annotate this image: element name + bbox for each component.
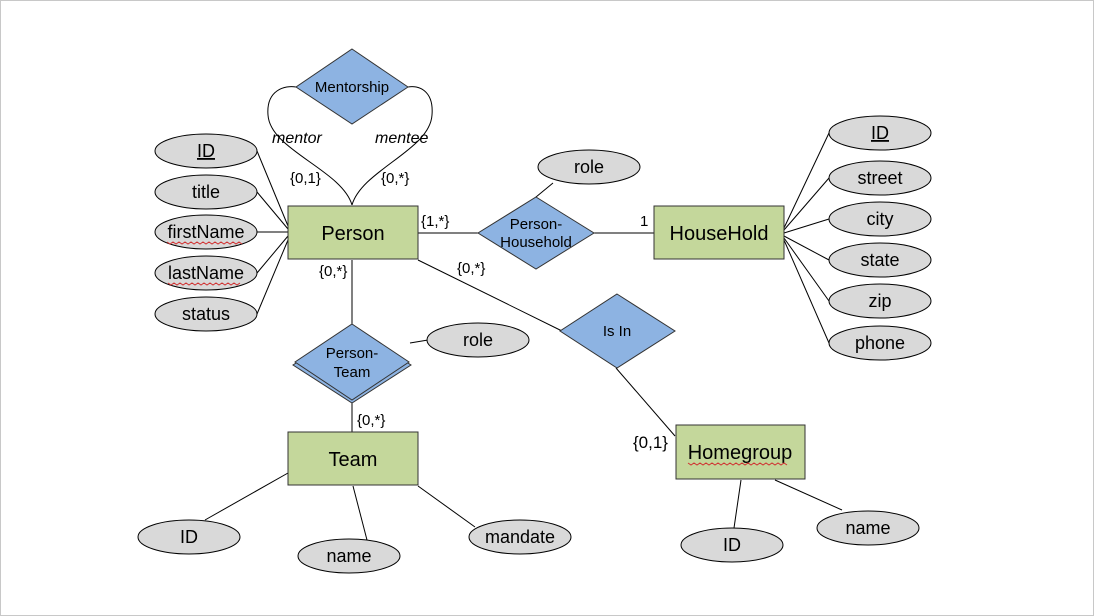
attribute-team-name[interactable]: name	[297, 538, 401, 574]
entity-homegroup[interactable]: Homegroup	[675, 424, 806, 480]
attribute-team-id[interactable]: ID	[137, 519, 241, 555]
relationship-person-team-label-line2: Team	[334, 364, 371, 381]
attribute-person-household-role[interactable]: role	[537, 149, 641, 185]
cardinality-mentor: {0,1}	[290, 170, 321, 187]
attribute-team-id-label: ID	[180, 527, 198, 547]
attribute-household-state[interactable]: state	[828, 242, 932, 278]
cardinality-person-household: {1,*}	[421, 213, 449, 230]
role-mentee-label: mentee	[375, 130, 428, 147]
attribute-person-title-label: title	[192, 182, 220, 202]
spellcheck-underline	[166, 241, 243, 245]
cardinality-mentee: {0,*}	[381, 170, 409, 187]
attribute-person-status[interactable]: status	[154, 296, 258, 332]
attribute-person-firstname[interactable]: firstName	[154, 214, 258, 250]
relationship-mentorship-label: Mentorship	[315, 79, 389, 96]
attribute-person-title[interactable]: title	[154, 174, 258, 210]
attribute-homegroup-id-label: ID	[723, 535, 741, 555]
attribute-household-street-label: street	[857, 168, 902, 188]
attribute-person-lastname-label: lastName	[168, 263, 244, 283]
cardinality-person-team: {0,*}	[319, 263, 347, 280]
attribute-household-city[interactable]: city	[828, 201, 932, 237]
relationship-person-household[interactable]: Person- Household	[477, 196, 595, 270]
attribute-household-city-label: city	[867, 209, 894, 229]
spellcheck-underline	[687, 462, 788, 466]
attribute-person-lastname[interactable]: lastName	[154, 255, 258, 291]
attribute-household-id[interactable]: ID	[828, 115, 932, 151]
attribute-person-team-role-label: role	[463, 330, 493, 350]
relationship-is-in-label: Is In	[603, 323, 631, 340]
attribute-person-id-label: ID	[197, 141, 215, 161]
entity-person[interactable]: Person	[287, 205, 419, 260]
attribute-household-phone-label: phone	[855, 333, 905, 353]
attribute-team-mandate[interactable]: mandate	[468, 519, 572, 555]
cardinality-homegroup: {0,1}	[633, 433, 668, 452]
attribute-person-household-role-label: role	[574, 157, 604, 177]
entity-homegroup-label: Homegroup	[688, 442, 793, 464]
attribute-household-zip-label: zip	[868, 291, 891, 311]
attribute-household-phone[interactable]: phone	[828, 325, 932, 361]
relationship-person-team-label-line1: Person-	[326, 345, 379, 362]
attribute-household-street[interactable]: street	[828, 160, 932, 196]
entity-person-label: Person	[321, 223, 384, 245]
attribute-household-zip[interactable]: zip	[828, 283, 932, 319]
entity-team[interactable]: Team	[287, 431, 419, 486]
relationship-is-in[interactable]: Is In	[559, 293, 676, 369]
attribute-homegroup-name-label: name	[845, 518, 890, 538]
entity-household-label: HouseHold	[670, 223, 769, 245]
attribute-household-state-label: state	[860, 250, 899, 270]
attribute-person-firstname-label: firstName	[167, 222, 244, 242]
cardinality-team: {0,*}	[357, 412, 385, 429]
entity-household[interactable]: HouseHold	[653, 205, 785, 260]
attribute-homegroup-id[interactable]: ID	[680, 527, 784, 563]
attribute-homegroup-name[interactable]: name	[816, 510, 920, 546]
attribute-team-mandate-label: mandate	[485, 527, 555, 547]
attribute-person-id[interactable]: ID	[154, 133, 258, 169]
relationship-person-household-label-line2: Household	[500, 234, 572, 251]
attribute-team-name-label: name	[326, 546, 371, 566]
attribute-person-team-role[interactable]: role	[426, 322, 530, 358]
role-mentor-label: mentor	[272, 130, 322, 147]
attribute-household-id-label: ID	[871, 123, 889, 143]
cardinality-person-isin: {0,*}	[457, 260, 485, 277]
connector-lines	[204, 86, 843, 541]
entity-team-label: Team	[329, 449, 378, 471]
relationship-person-team[interactable]: Person- Team	[292, 323, 412, 404]
cardinality-household-one: 1	[640, 213, 648, 230]
spellcheck-underline	[167, 282, 241, 286]
relationship-mentorship[interactable]: Mentorship	[295, 48, 409, 125]
attribute-person-status-label: status	[182, 304, 230, 324]
relationship-person-household-label-line1: Person-	[510, 216, 563, 233]
